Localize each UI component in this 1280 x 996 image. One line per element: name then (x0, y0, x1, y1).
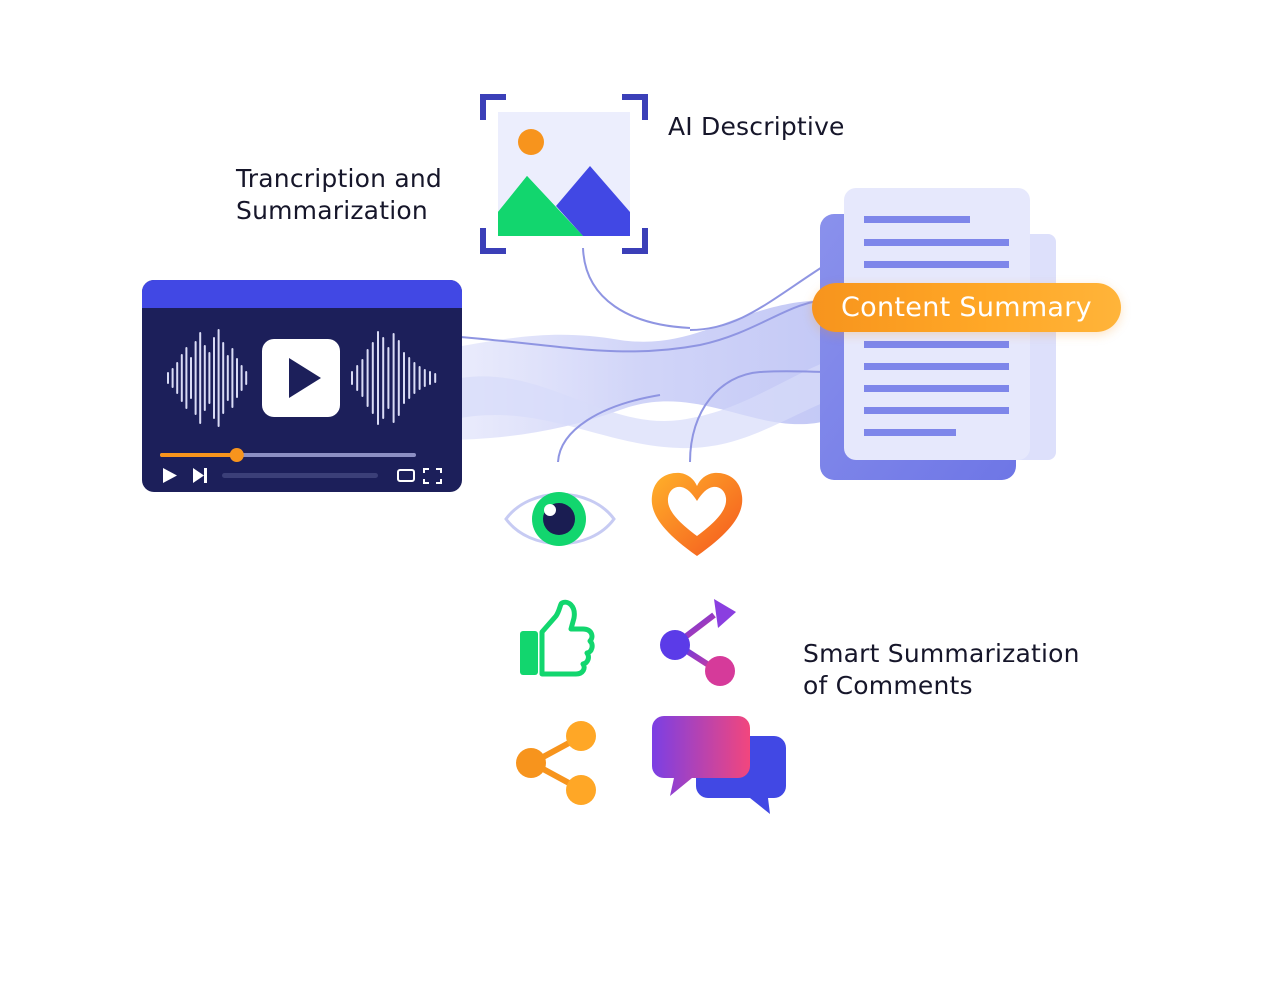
audio-waveform (167, 329, 437, 427)
smart-summarization-line-2: of Comments (803, 671, 973, 700)
content-summary-badge: Content Summary (812, 283, 1121, 332)
smart-summarization-line-1: Smart Summarization (803, 639, 1080, 668)
fullscreen-icon (423, 468, 442, 484)
transcription-line-2: Summarization (236, 196, 428, 225)
document-text-line (864, 429, 956, 436)
video-player-icon (142, 280, 462, 492)
share-icon (516, 721, 596, 805)
flow-ribbon (440, 300, 830, 449)
document-text-line (864, 363, 1009, 370)
document-text-line (864, 239, 1009, 246)
document-icon (820, 188, 1056, 480)
image-icon (480, 94, 648, 254)
document-text-line (864, 385, 1009, 392)
ai-descriptive-text: AI Descriptive (668, 112, 845, 141)
share-arrow-icon (660, 599, 736, 686)
skip-icon (193, 468, 207, 483)
play-small-icon (163, 468, 177, 483)
heart-icon (651, 472, 743, 556)
transcription-line-1: Trancription and (236, 164, 442, 193)
connector-lines (459, 247, 831, 463)
document-text-line (864, 407, 1009, 414)
thumbs-up-icon (520, 599, 595, 677)
content-summary-text: Content Summary (841, 292, 1092, 323)
transcription-label: Trancription and Summarization (236, 163, 442, 227)
ai-descriptive-label: AI Descriptive (668, 111, 845, 143)
progress-knob (229, 448, 244, 462)
progress-fill (160, 453, 237, 457)
caption-icon (397, 469, 415, 482)
document-text-line (864, 261, 1009, 268)
document-text-line (864, 216, 970, 223)
smart-summarization-label: Smart Summarization of Comments (803, 638, 1080, 702)
chat-bubbles-icon (652, 716, 786, 814)
document-text-line (864, 341, 1009, 348)
eye-icon (504, 492, 616, 546)
